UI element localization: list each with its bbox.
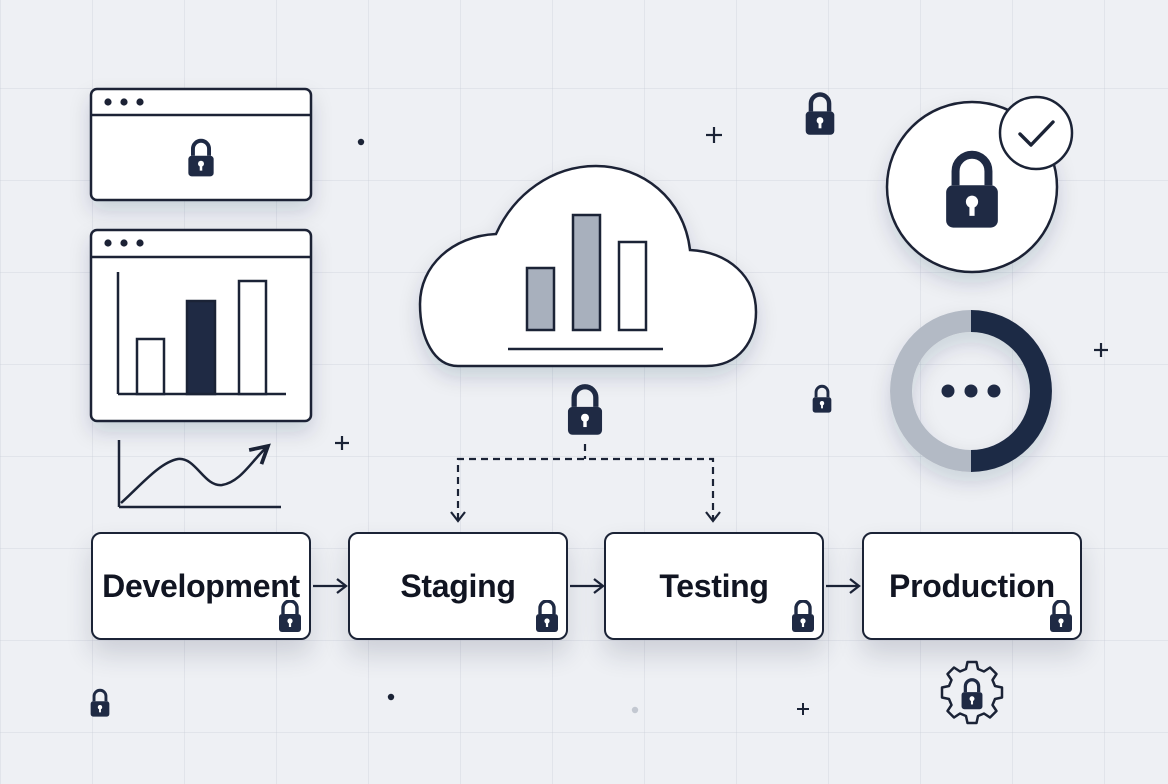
plus-icon	[706, 127, 722, 143]
stage-staging[interactable]: Staging	[348, 532, 568, 640]
stage-arrow	[570, 578, 605, 594]
stage-label: Development	[102, 567, 300, 604]
lock-icon	[790, 600, 816, 632]
lock-icon	[534, 600, 560, 632]
stage-label: Production	[889, 567, 1055, 604]
check-badge-icon	[998, 95, 1074, 171]
stage-arrow	[826, 578, 861, 594]
cloud-bar-chart	[508, 213, 663, 351]
lock-icon	[811, 384, 833, 415]
lock-icon	[1048, 600, 1074, 632]
lock-icon	[277, 600, 303, 632]
stage-development[interactable]: Development	[91, 532, 311, 640]
deploy-branch-connector	[456, 444, 715, 520]
plus-icon	[335, 436, 349, 450]
stage-arrow	[313, 578, 348, 594]
progress-ring-icon	[890, 310, 1052, 472]
lock-icon	[89, 688, 111, 719]
plus-icon	[1094, 343, 1108, 357]
arrow-down-icon	[705, 511, 721, 523]
stage-label: Staging	[400, 567, 516, 604]
gear-lock-icon	[940, 660, 1004, 725]
lock-icon	[568, 387, 602, 435]
dot-marker	[357, 138, 365, 146]
stage-production[interactable]: Production	[862, 532, 1082, 640]
stage-testing[interactable]: Testing	[604, 532, 824, 640]
dot-marker	[387, 693, 395, 701]
more-dots-icon	[941, 384, 1001, 398]
trend-line-icon	[117, 440, 281, 509]
browser-window-icon	[89, 87, 313, 202]
plus-icon	[797, 703, 809, 715]
stage-label: Testing	[659, 567, 769, 604]
lock-icon	[806, 95, 835, 135]
bar-chart-icon	[116, 272, 286, 396]
arrow-down-icon	[450, 511, 466, 523]
dot-marker	[631, 706, 639, 714]
